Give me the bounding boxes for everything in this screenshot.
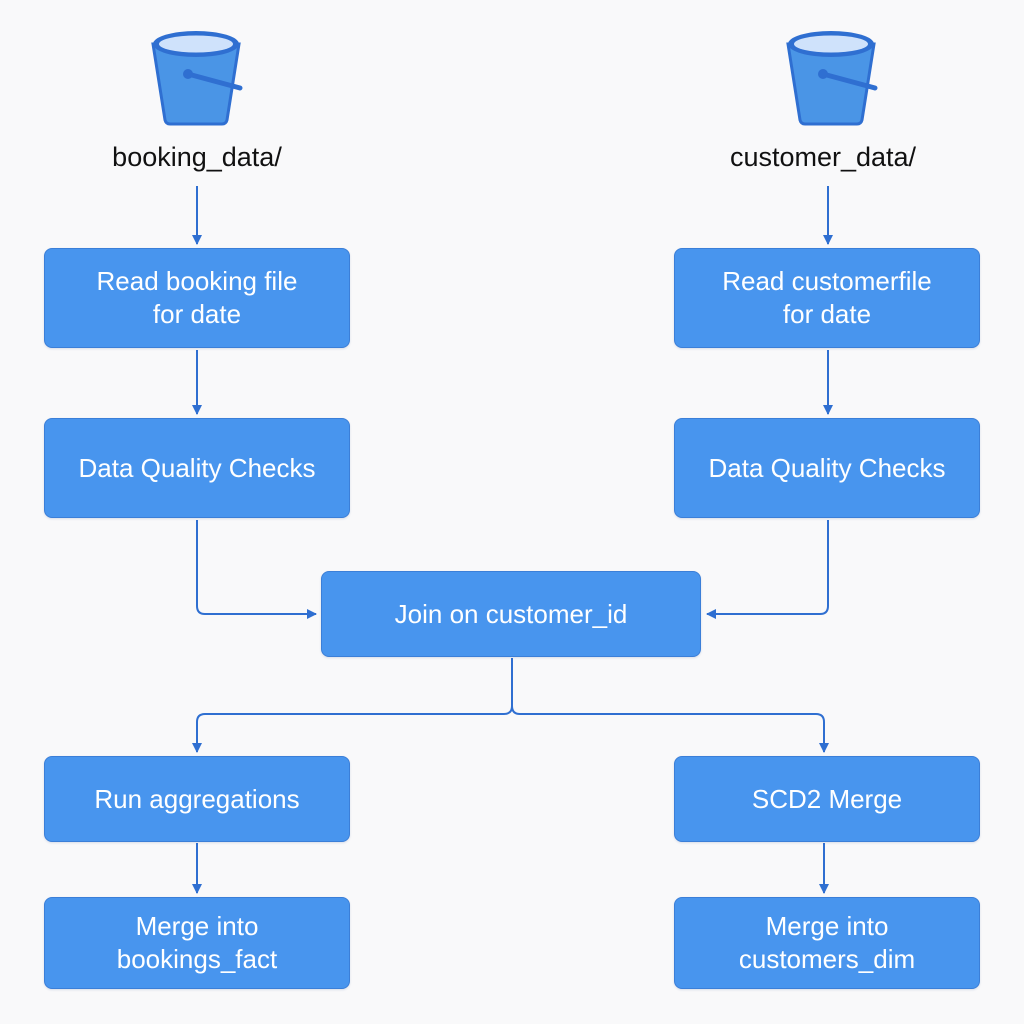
read-booking-label: Read booking file for date xyxy=(96,266,298,329)
bookings-fact-label: Merge into bookings_fact xyxy=(116,911,278,974)
customers-dim-node: Merge into customers_dim xyxy=(674,897,980,989)
arrow-join-to-scd2 xyxy=(511,705,829,753)
read-booking-node: Read booking file for date xyxy=(44,248,350,348)
join-label: Join on customer_id xyxy=(394,598,628,629)
bucket-icon xyxy=(151,31,243,126)
arrow-dq-customer-to-join xyxy=(706,520,829,619)
customer-source-label: customer_data/ xyxy=(729,142,917,172)
aggregations-label: Run aggregations xyxy=(94,783,300,814)
dq-customer-node: Data Quality Checks xyxy=(674,418,980,518)
dq-booking-label: Data Quality Checks xyxy=(78,452,316,483)
arrow-join-to-aggregations xyxy=(192,658,513,753)
scd2-node: SCD2 Merge xyxy=(674,756,980,842)
read-customer-label: Read customerfile for date xyxy=(722,266,932,329)
aggregations-node: Run aggregations xyxy=(44,756,350,842)
customers-dim-label: Merge into customers_dim xyxy=(738,911,916,974)
booking-source-label: booking_data/ xyxy=(112,142,282,172)
arrow-dq-booking-to-join xyxy=(196,520,317,619)
dq-booking-node: Data Quality Checks xyxy=(44,418,350,518)
read-customer-node: Read customerfile for date xyxy=(674,248,980,348)
dq-customer-label: Data Quality Checks xyxy=(708,452,946,483)
bucket-icon xyxy=(786,31,878,126)
bookings-fact-node: Merge into bookings_fact xyxy=(44,897,350,989)
join-node: Join on customer_id xyxy=(321,571,701,657)
scd2-label: SCD2 Merge xyxy=(751,783,903,814)
